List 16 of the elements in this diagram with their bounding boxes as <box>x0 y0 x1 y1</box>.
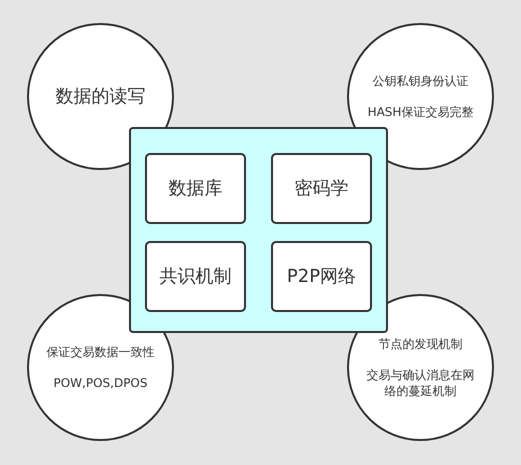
container-box <box>129 127 388 333</box>
circle-text: POW,POS,DPOS <box>52 375 148 391</box>
circle-text: 公钥私钥身份认证 <box>372 73 470 89</box>
box-label: 密码学 <box>294 178 348 200</box>
circle-text: 交易与确认消息在网络的蔓延机制 <box>366 367 476 399</box>
concept-box <box>145 153 246 224</box>
circle-text: 保证交易数据一致性 <box>46 344 156 360</box>
circle-text: 数据的读写 <box>56 86 146 108</box>
box-label: 共识机制 <box>160 266 232 288</box>
concept-box <box>271 241 372 312</box>
circle-text: 节点的发现机制 <box>378 336 464 352</box>
circle-text: HASH保证交易完整 <box>366 104 474 120</box>
box-label: 数据库 <box>168 178 222 200</box>
concept-box <box>145 241 246 312</box>
box-label: P2P网络 <box>286 266 356 288</box>
concept-box <box>271 153 372 224</box>
